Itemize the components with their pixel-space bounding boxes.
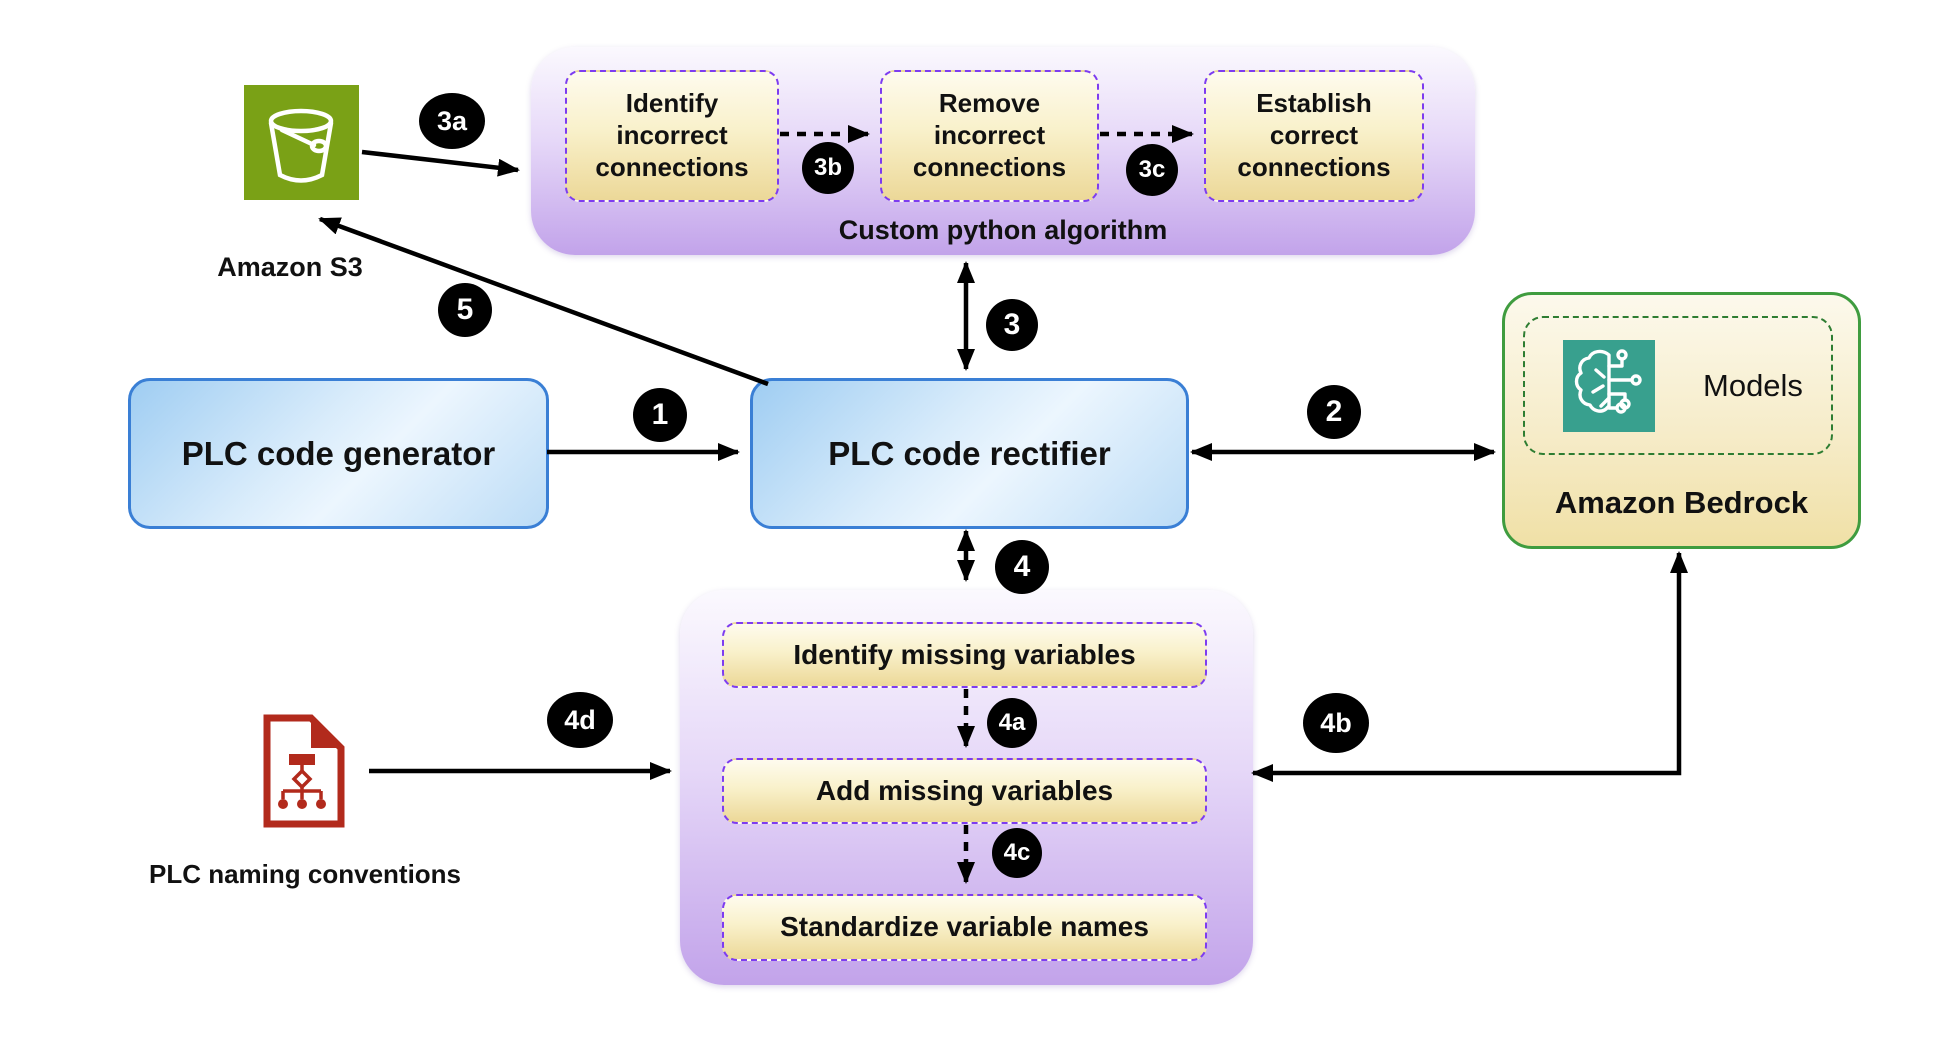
document-hierarchy-icon (253, 711, 349, 831)
badge-3b: 3b (802, 142, 854, 194)
arrow-3a-s3-to-algorithm (361, 149, 520, 177)
plc-code-generator-box: PLC code generator (128, 378, 549, 529)
step-establish-correct-connections: Establish correct connections (1204, 70, 1424, 202)
badge-4c: 4c (992, 828, 1042, 878)
step-remove-incorrect-connections: Remove incorrect connections (880, 70, 1099, 202)
step-standardize-variable-names: Standardize variable names (722, 894, 1207, 961)
badge-3a: 3a (419, 93, 485, 149)
badge-4a: 4a (987, 698, 1037, 748)
badge-4d: 4d (547, 692, 613, 748)
bedrock-models-icon (1563, 339, 1655, 432)
variables-workflow-group: Identify missing variables Add missing v… (680, 590, 1253, 985)
step-add-missing-variables: Add missing variables (722, 758, 1207, 824)
step-identify-missing-variables: Identify missing variables (722, 622, 1207, 688)
badge-1: 1 (633, 388, 687, 442)
plc-naming-conventions-label: PLC naming conventions (148, 858, 462, 889)
bedrock-models-group: Models (1523, 316, 1833, 455)
badge-3: 3 (986, 299, 1038, 351)
badge-4b: 4b (1303, 693, 1369, 753)
amazon-bedrock-box: Models Amazon Bedrock (1502, 292, 1861, 549)
custom-python-algorithm-group: Identify incorrect connections Remove in… (531, 47, 1475, 255)
badge-2: 2 (1307, 385, 1361, 439)
bedrock-models-label: Models (1703, 367, 1803, 403)
amazon-bedrock-label: Amazon Bedrock (1554, 485, 1809, 520)
badge-3c: 3c (1126, 144, 1178, 196)
s3-label: Amazon S3 (217, 251, 363, 282)
step-identify-incorrect-connections: Identify incorrect connections (565, 70, 779, 202)
custom-python-algorithm-caption: Custom python algorithm (838, 214, 1168, 245)
plc-code-rectifier-box: PLC code rectifier (750, 378, 1189, 529)
s3-bucket-icon (244, 85, 359, 200)
badge-4: 4 (995, 540, 1049, 594)
badge-5: 5 (438, 283, 492, 337)
